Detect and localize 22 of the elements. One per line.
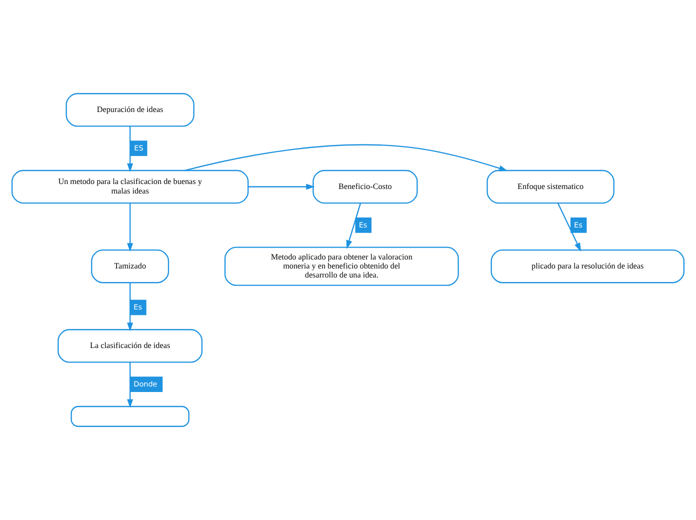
edge-label: Donde bbox=[134, 380, 158, 389]
node-box: Un metodo para la clasificacion de buenas y malas ideas bbox=[11, 170, 249, 204]
arrow bbox=[127, 282, 134, 332]
edge-label: Es bbox=[134, 302, 142, 312]
edge-label: Es bbox=[574, 220, 582, 230]
arrow bbox=[558, 203, 582, 252]
node-box: Depuración de ideas bbox=[66, 93, 194, 127]
node-box: Enfoque sistematico bbox=[486, 170, 614, 204]
arrow bbox=[127, 203, 134, 252]
arrow bbox=[346, 203, 361, 249]
arrow bbox=[127, 362, 134, 408]
node-box: Beneficio-Costo bbox=[312, 170, 418, 204]
node-box: Metodo aplicado para obtener la valoracion moneria y en beneficio obtenido del desarrollo de una idea. bbox=[224, 246, 459, 286]
node-box: plicado para la resolución de ideas bbox=[490, 249, 685, 284]
arrow bbox=[184, 144, 508, 172]
node-box: Tamizado bbox=[91, 249, 170, 284]
node-box: La clasificación de ideas bbox=[58, 329, 203, 363]
node-box bbox=[70, 406, 190, 427]
edge-label: ES bbox=[134, 143, 144, 152]
arrow bbox=[127, 126, 134, 172]
arrow bbox=[248, 184, 315, 190]
edge-label: Es bbox=[358, 220, 368, 230]
